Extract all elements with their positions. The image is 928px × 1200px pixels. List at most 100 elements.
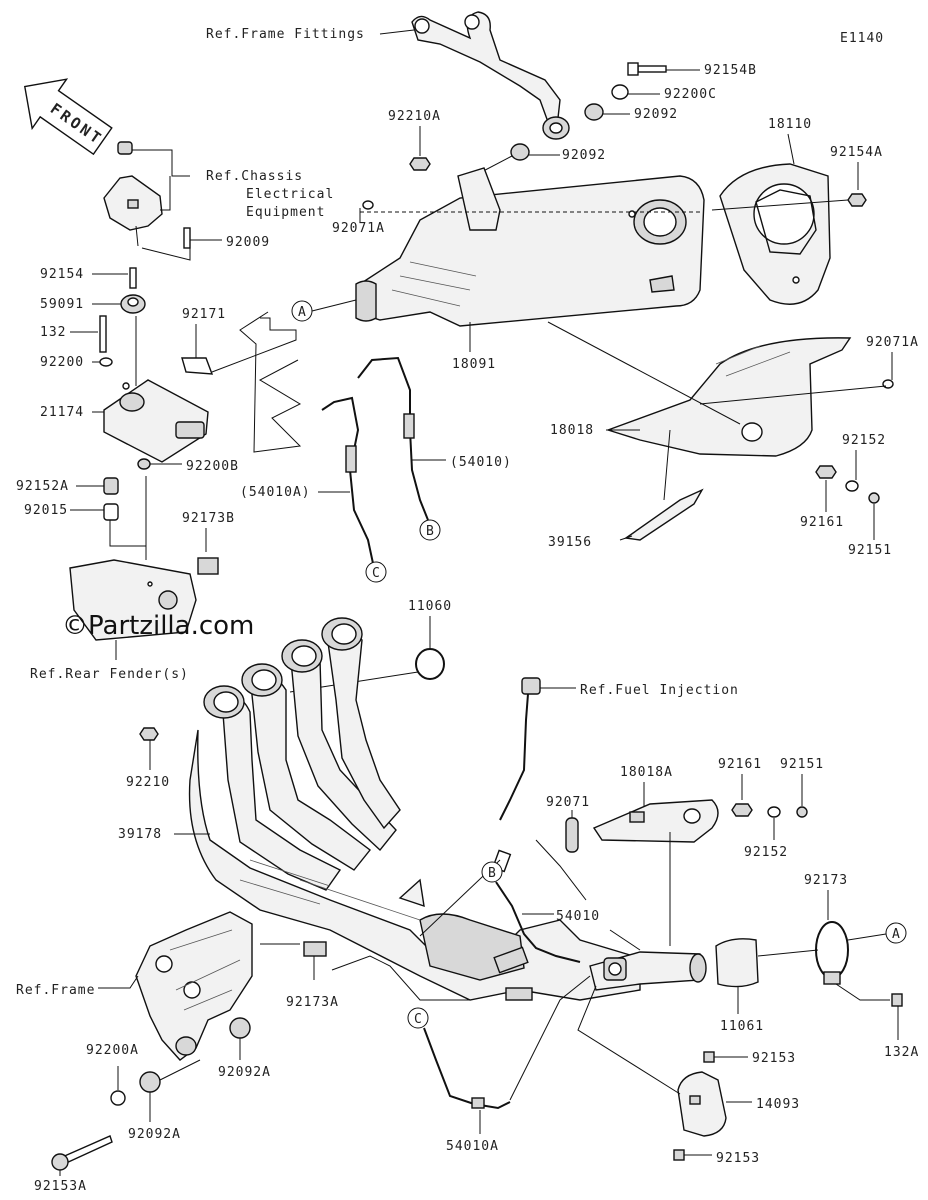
- heat-guard-18018A: [592, 799, 719, 843]
- muffler-cover-18110: [719, 163, 831, 305]
- ref-chassis-3: Equipment: [246, 205, 325, 220]
- part-92092A-1: 92092A: [218, 1065, 271, 1080]
- part-18018A: 18018A: [620, 765, 673, 780]
- ref-fuel-injection: Ref.Fuel Injection: [580, 683, 739, 698]
- part-132: 132: [40, 325, 66, 340]
- ref-chassis-2: Electrical: [246, 187, 334, 202]
- part-92171: 92171: [182, 307, 226, 322]
- ref-rear-fender: Ref.Rear Fender(s): [30, 667, 189, 682]
- part-18018: 18018: [550, 423, 594, 438]
- cap-top: [117, 141, 133, 155]
- part-92092A-2: 92092A: [128, 1127, 181, 1142]
- part-54010-top: (54010): [450, 455, 512, 470]
- clamp-92173: [815, 921, 849, 985]
- part-92152A: 92152A: [16, 479, 69, 494]
- callout-c-top-label: C: [372, 566, 380, 581]
- frame-bracket: [135, 911, 253, 1061]
- part-92092-mid: 92092: [562, 148, 606, 163]
- actuator-21174: [103, 379, 209, 463]
- part-92151-bot: 92151: [780, 757, 824, 772]
- part-11060: 11060: [408, 599, 452, 614]
- collar-92092-mid: [510, 143, 530, 161]
- part-92071: 92071: [546, 795, 590, 810]
- callout-b-top: [419, 519, 441, 541]
- collar-92092A-2: [139, 1071, 161, 1093]
- sensor-lead-54010A-bot: [423, 1027, 511, 1110]
- part-92152-top: 92152: [842, 433, 886, 448]
- part-92173A: 92173A: [286, 995, 339, 1010]
- insulator-39156: [624, 488, 704, 541]
- gasket-11060: [415, 648, 445, 680]
- part-54010-bot: 54010: [556, 909, 600, 924]
- part-59091: 59091: [40, 297, 84, 312]
- collar-92152A: [103, 477, 119, 495]
- part-92210: 92210: [126, 775, 170, 790]
- diagram-id: E1140: [840, 31, 884, 46]
- part-92173B: 92173B: [182, 511, 235, 526]
- sensor-lead-54010A-top: [321, 396, 375, 569]
- callout-a-bot-label: A: [892, 927, 900, 942]
- part-18091: 18091: [452, 357, 496, 372]
- part-92009: 92009: [226, 235, 270, 250]
- part-92071A-left: 92071A: [332, 221, 385, 236]
- frame-fittings-bracket: [411, 11, 570, 140]
- washer-92200C: [611, 84, 629, 100]
- part-92153A: 92153A: [34, 1179, 87, 1194]
- callout-b-bot: [481, 861, 503, 883]
- part-92200A: 92200A: [86, 1043, 139, 1058]
- gasket-11061: [715, 938, 759, 988]
- part-92015: 92015: [24, 503, 68, 518]
- sensor-connector: [521, 677, 541, 695]
- part-92200: 92200: [40, 355, 84, 370]
- ref-frame: Ref.Frame: [16, 983, 95, 998]
- part-39178: 39178: [118, 827, 162, 842]
- part-92154: 92154: [40, 267, 84, 282]
- callout-a-top-label: A: [298, 305, 306, 320]
- seal-92071: [565, 817, 579, 853]
- part-92151-top: 92151: [848, 543, 892, 558]
- muffler-18091: [355, 167, 705, 327]
- part-92200B: 92200B: [186, 459, 239, 474]
- callout-b-top-label: B: [426, 524, 434, 539]
- part-39156: 39156: [548, 535, 592, 550]
- bolt-92153A: [51, 1135, 113, 1171]
- part-92161-top: 92161: [800, 515, 844, 530]
- collar-92092-top: [584, 103, 604, 121]
- part-54010A-bot: 54010A: [446, 1139, 499, 1154]
- cover-14093: [677, 1071, 727, 1137]
- callout-b-bot-label: B: [488, 866, 496, 881]
- rear-fender-bracket: [69, 559, 197, 641]
- nut-92210A: [409, 157, 431, 171]
- part-92161-bot: 92161: [718, 757, 762, 772]
- bolt-92154B: [627, 62, 667, 76]
- chassis-bracket: [103, 175, 163, 247]
- front-arrow-icon: FRONT: [23, 78, 113, 156]
- part-92210A: 92210A: [388, 109, 441, 124]
- callout-a-bot: [885, 922, 907, 944]
- sensor-lead-54010-bot: [495, 881, 581, 963]
- part-21174: 21174: [40, 405, 84, 420]
- callout-c-bot: [407, 1007, 429, 1029]
- part-92154B: 92154B: [704, 63, 757, 78]
- washer-92200A: [110, 1090, 126, 1106]
- collar-92092A-1: [229, 1017, 251, 1039]
- sensor-lead-54010-top: [357, 356, 429, 521]
- part-92092-top: 92092: [634, 107, 678, 122]
- part-11061: 11061: [720, 1019, 764, 1034]
- ref-frame-fittings: Ref.Frame Fittings: [206, 27, 365, 42]
- part-92152-bot: 92152: [744, 845, 788, 860]
- part-92173: 92173: [804, 873, 848, 888]
- part-92200C: 92200C: [664, 87, 717, 102]
- clamp-92173A: [303, 941, 327, 957]
- part-18110: 18110: [768, 117, 812, 132]
- clamp-92173B: [197, 557, 219, 575]
- exhaust-header-39178: [188, 617, 641, 1001]
- part-92154A: 92154A: [830, 145, 883, 160]
- part-92071A-right: 92071A: [866, 335, 919, 350]
- ref-chassis-1: Ref.Chassis: [206, 169, 303, 184]
- part-92153-top: 92153: [752, 1051, 796, 1066]
- callout-c-bot-label: C: [414, 1012, 422, 1027]
- callout-c-top: [365, 561, 387, 583]
- part-132A: 132A: [884, 1045, 919, 1060]
